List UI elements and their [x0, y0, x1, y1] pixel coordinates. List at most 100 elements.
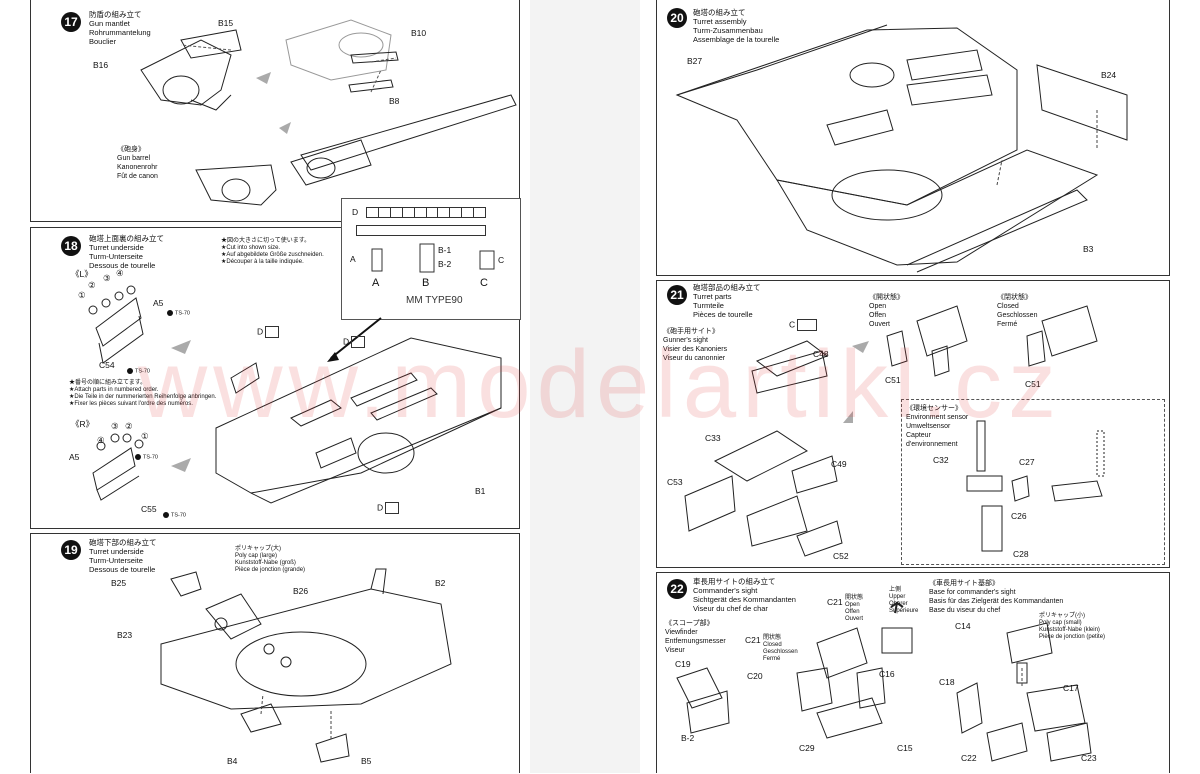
step-num-4: ④: [97, 435, 105, 445]
step-number: 19: [61, 540, 81, 560]
step-18-panel: 18 砲塔上面裏の組み立て Turret underside Turm-Unte…: [30, 198, 521, 529]
gunner-sight-caption: 《砲手用サイト》 Gunner's sight Visier des Kanon…: [663, 328, 728, 362]
inset-label-c: C: [498, 255, 505, 265]
step-num-2: ②: [125, 421, 133, 431]
part-label: C16: [879, 669, 895, 679]
part-label: C49: [831, 459, 847, 469]
inset-label-a: A: [350, 254, 356, 264]
brand-text: MM TYPE90: [406, 295, 463, 306]
turret-assembly-drawing: [675, 24, 1128, 273]
inset-label-d: D: [352, 207, 359, 217]
open-caption: 開状態 Open Offen Ouvert: [845, 595, 864, 622]
closed-caption: 閉状態 Closed Geschlossen Fermé: [763, 635, 798, 662]
gun-mantlet-drawing: [140, 19, 517, 206]
part-label: B15: [218, 18, 234, 28]
step-num-2: ②: [88, 280, 96, 290]
gun-barrel-caption: 《砲身》 Gun barrel Kanonenrohr Fût de canon: [117, 146, 158, 180]
part-label: C19: [675, 659, 691, 669]
inset-label-b1: B-1: [438, 245, 452, 255]
cut-strip: [366, 207, 486, 218]
paint-code: TS-70: [135, 454, 158, 460]
decal-cut-inset: D A B-1 B-2 C A B C MM TYPE90: [341, 198, 521, 320]
step-title: 砲塔の組み立て Turret assembly Turm-Zusammenbau…: [693, 8, 780, 44]
step-17-panel: 17 防盾の組み立て Gun mantlet Rohrummantelung B…: [30, 0, 520, 222]
order-note: ★番号の順に組み立てます。 ★Attach parts in numbered …: [69, 380, 217, 407]
part-label: B27: [687, 56, 703, 66]
step-title: 砲塔上面裏の組み立て Turret underside Turm-Unterse…: [89, 234, 164, 270]
open-caption: 《開状態》 Open Offen Ouvert: [869, 294, 904, 328]
decal-label: D: [377, 502, 400, 514]
step-22-panel: 22 車長用サイトの組み立て Commander's sight Sichtge…: [656, 572, 1170, 773]
paint-code: TS-70: [167, 310, 190, 316]
part-label: C48: [813, 349, 829, 359]
part-label: A5: [69, 452, 80, 462]
cut-note: ★図の大きさに切って使います。 ★Cut into shown size. ★A…: [221, 238, 324, 265]
part-label: B5: [361, 756, 372, 766]
part-label: C52: [833, 551, 849, 561]
part-label: B26: [293, 586, 309, 596]
part-label: C54: [99, 360, 115, 370]
part-label: C32: [933, 455, 949, 465]
step-num-1: ①: [78, 290, 86, 300]
part-label: C51: [1025, 379, 1041, 389]
part-label: C22: [961, 753, 977, 763]
part-label: C27: [1019, 457, 1035, 467]
paint-code: TS-70: [127, 368, 150, 374]
side-label-left: 《L》: [71, 269, 93, 279]
col-a: A: [372, 277, 380, 289]
part-label: C18: [939, 677, 955, 687]
polycap-note: ポリキャップ(小) Poly cap (small) Kunststoff-Na…: [1039, 613, 1106, 640]
part-label: C21: [745, 635, 761, 645]
part-label: C28: [1013, 549, 1029, 559]
env-sensor-caption: 《環境センサー》 Environment sensor Umweltsensor…: [906, 405, 969, 448]
paint-dot-icon: [167, 310, 173, 316]
decal-label: D: [257, 326, 280, 338]
step-title: 車長用サイトの組み立て Commander's sight Sichtgerät…: [693, 577, 796, 613]
step-num-4: ④: [116, 268, 124, 278]
step-number: 18: [61, 236, 81, 256]
paint-code: TS-70: [163, 512, 186, 518]
step-title: 砲塔部品の組み立て Turret parts Turmteile Pièces …: [693, 283, 761, 319]
turret-lower-drawing: [160, 568, 452, 763]
step-num-1: ①: [141, 431, 149, 441]
paint-dot-icon: [127, 368, 133, 374]
part-label: B10: [411, 28, 427, 38]
part-label: B2: [435, 578, 446, 588]
polycap-note: ポリキャップ(大) Poly cap (large) Kunststoff-Na…: [235, 546, 306, 573]
left-page: 17 防盾の組み立て Gun mantlet Rohrummantelung B…: [30, 0, 530, 773]
part-label: C23: [1081, 753, 1097, 763]
part-label: C55: [141, 504, 157, 514]
step-21-panel: 21 砲塔部品の組み立て Turret parts Turmteile Pièc…: [656, 280, 1170, 568]
part-label: C29: [799, 743, 815, 753]
part-label: B24: [1101, 70, 1117, 80]
step-number: 20: [667, 8, 687, 28]
viewfinder-caption: 《スコープ部》 Viewfinder Entfernungsmesser Vis…: [665, 620, 726, 654]
page-gutter: [530, 0, 640, 773]
part-label: B25: [111, 578, 127, 588]
part-label: C53: [667, 477, 683, 487]
part-label: C33: [705, 433, 721, 443]
step-num-3: ③: [111, 421, 119, 431]
side-label-right: 《R》: [71, 419, 95, 429]
turret-underside-drawing: [88, 285, 502, 504]
part-label: C21: [827, 597, 843, 607]
part-label: C17: [1063, 683, 1079, 693]
part-label: B8: [389, 96, 400, 106]
cut-strip-long: [356, 225, 486, 236]
paint-dot-icon: [135, 454, 141, 460]
step-number: 22: [667, 579, 687, 599]
base-caption: 《車長用サイト基部》 Base for commander's sight Ba…: [929, 580, 1064, 614]
decal-label: D: [343, 336, 366, 348]
part-label: B1: [475, 486, 486, 496]
part-label: C15: [897, 743, 913, 753]
part-label: B3: [1083, 244, 1094, 254]
step-title: 砲塔下部の組み立て Turret underside Turm-Untersei…: [89, 538, 157, 574]
step-title: 防盾の組み立て Gun mantlet Rohrummantelung Bouc…: [89, 10, 151, 46]
part-label: C14: [955, 621, 971, 631]
part-label: B4: [227, 756, 238, 766]
part-label: C51: [885, 375, 901, 385]
decal-label: C: [789, 319, 818, 331]
closed-caption: 《閉状態》 Closed Geschlossen Fermé: [997, 294, 1038, 328]
part-label: B16: [93, 60, 109, 70]
commander-sight-drawing: [676, 600, 1092, 762]
